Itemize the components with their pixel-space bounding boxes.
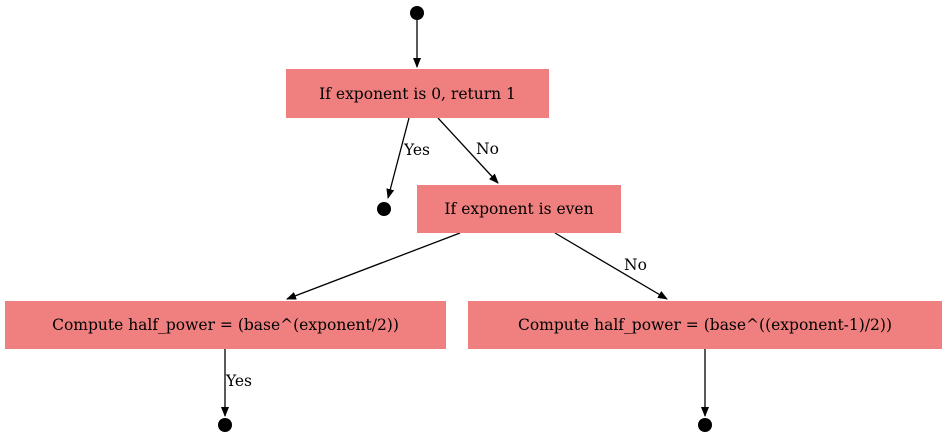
edge-even-no	[554, 232, 668, 300]
label-compute-even-yes: Yes	[226, 372, 253, 390]
node-base-case: If exponent is 0, return 1	[286, 69, 549, 118]
label-even-no: No	[624, 256, 647, 274]
end-node-base	[377, 202, 391, 216]
end-node-even	[218, 418, 232, 432]
start-node	[410, 6, 424, 20]
node-compute-odd: Compute half_power = (base^((exponent-1)…	[468, 301, 942, 349]
label-base-no: No	[476, 140, 499, 158]
edge-base-no	[437, 117, 499, 184]
edge-even-to-compute-even	[286, 232, 461, 300]
label-base-yes: Yes	[404, 141, 431, 159]
node-compute-even: Compute half_power = (base^(exponent/2))	[5, 301, 446, 349]
node-even-check: If exponent is even	[417, 185, 621, 233]
edge-base-yes	[386, 117, 410, 199]
end-node-odd	[698, 418, 712, 432]
